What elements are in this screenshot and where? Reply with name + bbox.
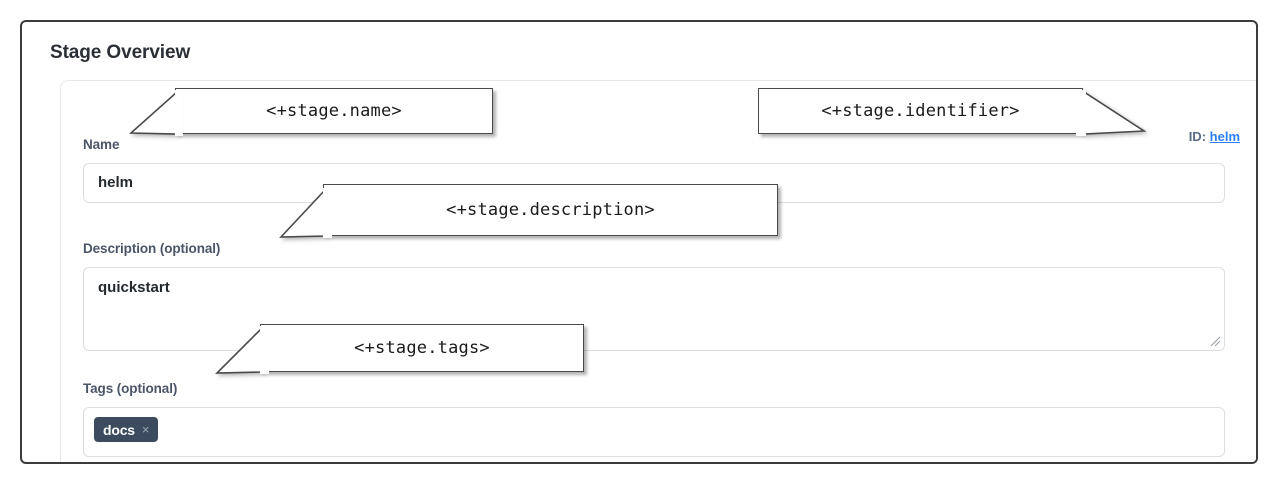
callout-stage-name-text: <+stage.name> — [266, 101, 402, 121]
callout-stage-description-text: <+stage.description> — [446, 200, 655, 220]
callout-tail-tags — [215, 326, 269, 374]
callout-tail-description — [279, 187, 332, 238]
callout-stage-description: <+stage.description> — [323, 184, 778, 236]
stage-id-link[interactable]: helm — [1209, 129, 1240, 144]
field-description: Description (optional) quickstart — [83, 241, 1225, 351]
callout-stage-tags: <+stage.tags> — [260, 324, 584, 372]
tags-label: Tags (optional) — [83, 381, 178, 396]
tag-chip[interactable]: docs × — [94, 417, 159, 442]
callout-tail-name — [128, 90, 183, 136]
description-textarea[interactable]: quickstart — [83, 267, 1225, 351]
tags-input[interactable]: docs × — [83, 407, 1225, 457]
name-label: Name — [83, 137, 120, 152]
resize-grip-icon[interactable] — [1209, 335, 1221, 347]
callout-stage-identifier-text: <+stage.identifier> — [821, 101, 1020, 121]
callout-stage-name: <+stage.name> — [175, 88, 493, 134]
tag-chip-label: docs — [103, 421, 135, 438]
tag-remove-icon[interactable]: × — [141, 422, 150, 437]
callout-tail-identifier — [1076, 90, 1147, 136]
stage-id-label: ID: — [1188, 129, 1207, 144]
callout-stage-tags-text: <+stage.tags> — [354, 338, 490, 358]
page-title: Stage Overview — [50, 42, 191, 63]
callout-stage-identifier: <+stage.identifier> — [758, 88, 1083, 134]
description-value: quickstart — [98, 279, 170, 296]
stage-overview-panel: Stage Overview ID: helm Name helm Descri… — [20, 20, 1258, 464]
field-tags: Tags (optional) docs × — [83, 381, 1225, 457]
stage-id-row: ID: helm — [1189, 129, 1240, 144]
description-label: Description (optional) — [83, 241, 221, 256]
